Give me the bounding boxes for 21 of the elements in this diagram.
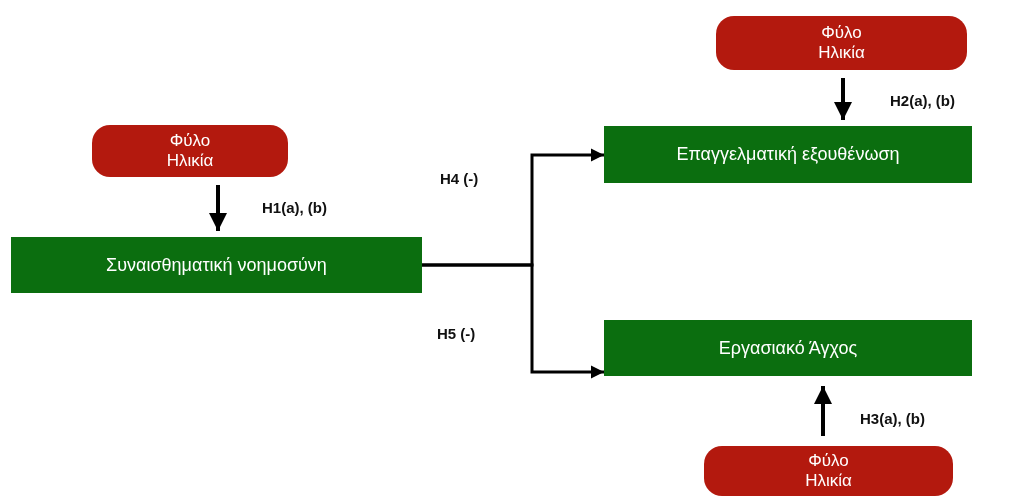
node-label: Φύλο Ηλικία [165, 131, 215, 171]
node-label: Εργασιακό Άγχος [718, 337, 858, 359]
edge-label: H1(a), (b) [262, 199, 327, 216]
arrow [834, 78, 852, 120]
node-label: Φύλο Ηλικία [817, 23, 866, 63]
process-box [604, 320, 972, 376]
node-label: Συναισθηματική νοημοσύνη [106, 254, 327, 276]
edge-label: H5 (-) [437, 325, 476, 342]
edge-label: H4 (-) [440, 170, 479, 187]
rounded-box [704, 446, 953, 496]
arrow [814, 386, 832, 436]
arrow [209, 185, 227, 231]
process-box [11, 237, 422, 293]
edge-label: H3(a), (b) [860, 410, 925, 427]
node-label: Φύλο Ηλικία [804, 451, 853, 491]
rounded-box [716, 16, 967, 70]
process-box [604, 126, 972, 183]
node-label: Επαγγελματική εξουθένωση [676, 144, 900, 165]
edge-label: H2(a), (b) [890, 92, 955, 109]
arrow [422, 263, 604, 379]
rounded-box [92, 125, 288, 177]
